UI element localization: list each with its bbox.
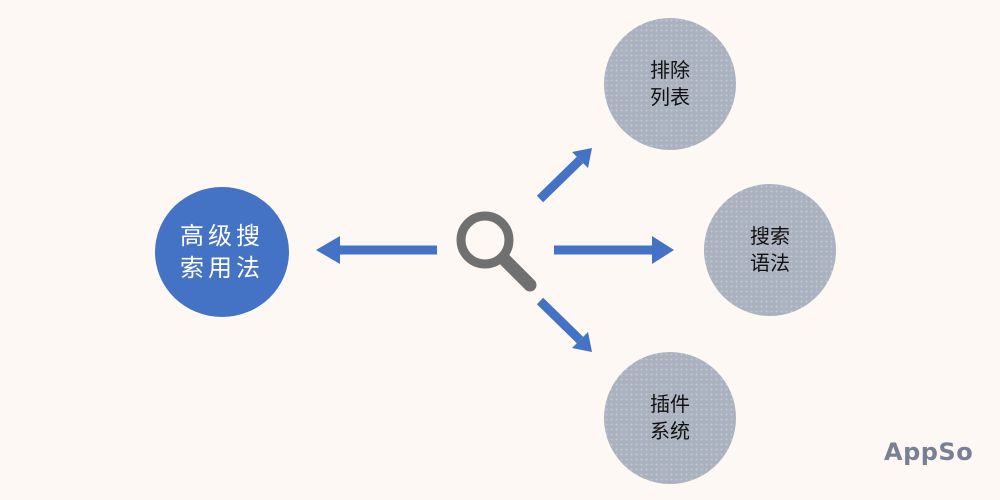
arrow-to-exclude-list <box>536 148 592 203</box>
node-plugin-system-line1: 插件 <box>650 392 690 416</box>
arrow-to-search-syntax <box>554 236 674 264</box>
node-search-syntax-line1: 搜索 <box>750 224 790 248</box>
node-plugin-system: 插件 系统 <box>604 352 736 484</box>
node-exclude-list-line2: 列表 <box>650 85 690 109</box>
node-search-syntax-line2: 语法 <box>750 251 790 275</box>
node-plugin-system-line2: 系统 <box>650 419 690 443</box>
main-node-label-line1: 高级搜 <box>180 222 264 250</box>
main-node-label-line2: 索用法 <box>180 254 264 282</box>
brand-logo: AppSo <box>884 438 974 466</box>
node-exclude-list-line1: 排除 <box>650 58 690 82</box>
arrow-to-plugin-system <box>536 297 592 352</box>
arrow-to-main-node <box>316 236 437 264</box>
main-node-advanced-search: 高级搜 索用法 <box>155 187 289 317</box>
node-search-syntax: 搜索 语法 <box>704 184 836 316</box>
node-exclude-list: 排除 列表 <box>604 18 736 150</box>
magnifier-icon <box>456 211 537 292</box>
